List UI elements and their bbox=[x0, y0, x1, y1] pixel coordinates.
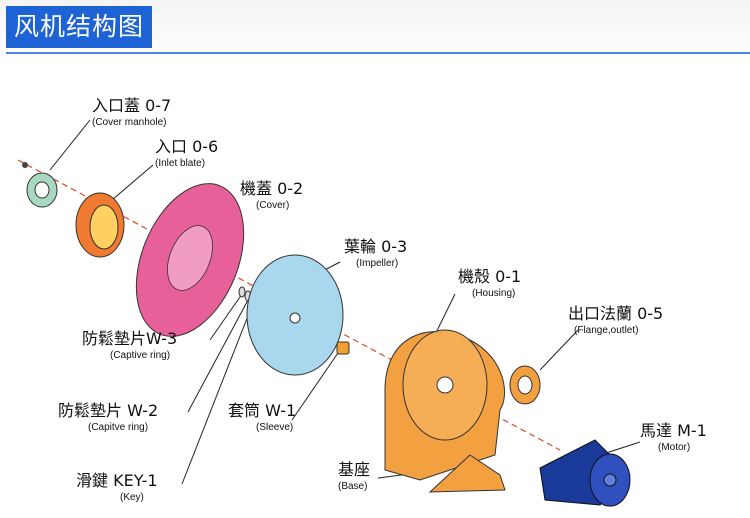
label-cn: 出口法蘭 0-5 bbox=[568, 304, 664, 323]
label-cover: 機蓋 0-2 (Cover) bbox=[240, 180, 303, 212]
label-cn: 馬達 M-1 bbox=[640, 421, 707, 440]
housing-part bbox=[384, 329, 506, 493]
leader-flange bbox=[539, 329, 579, 371]
label-en: (Motor) bbox=[658, 442, 691, 453]
impeller-part bbox=[246, 254, 344, 376]
leader-sleeve bbox=[291, 349, 341, 421]
label-key: 滑鍵 KEY-1 (Key) bbox=[76, 472, 158, 504]
sleeve-part bbox=[336, 341, 350, 355]
label-cn: 入口蓋 0-7 bbox=[92, 96, 172, 115]
label-en: (Housing) bbox=[472, 288, 516, 299]
label-en: (Key) bbox=[120, 492, 144, 503]
leader-w3 bbox=[209, 293, 243, 341]
label-captive-ring-w3: 防鬆墊片W-3 (Captive ring) bbox=[82, 330, 177, 362]
label-en: (Inlet blate) bbox=[155, 158, 206, 169]
label-en: (Flange,outlet) bbox=[574, 325, 639, 336]
label-en: (Captive ring) bbox=[110, 350, 171, 361]
page-title: 风机结构图 bbox=[6, 6, 153, 48]
inlet-blate-part bbox=[75, 192, 125, 258]
label-en: (Sleeve) bbox=[256, 422, 294, 433]
label-en: (Cover) bbox=[256, 200, 290, 211]
cover-part bbox=[135, 183, 245, 337]
label-motor: 馬達 M-1 (Motor) bbox=[640, 422, 707, 454]
label-cn: 基座 bbox=[338, 460, 371, 479]
leader-key bbox=[181, 297, 256, 485]
label-cn: 機蓋 0-2 bbox=[240, 179, 304, 198]
label-inlet-blate: 入口 0-6 (Inlet blate) bbox=[155, 138, 218, 170]
label-en: (Capitve ring) bbox=[88, 422, 149, 433]
motor-part bbox=[539, 439, 631, 507]
label-cn: 入口 0-6 bbox=[155, 137, 219, 156]
label-base: 基座 (Base) bbox=[338, 461, 370, 493]
label-cover-manhole: 入口蓋 0-7 (Cover manhole) bbox=[92, 97, 171, 129]
leader-w2 bbox=[187, 299, 249, 413]
label-housing: 機殼 0-1 (Housing) bbox=[458, 268, 521, 300]
leader-cover-manhole bbox=[49, 119, 91, 171]
cover-manhole-part bbox=[22, 162, 58, 208]
label-cn: 防鬆墊片 W-2 bbox=[58, 401, 159, 420]
label-en: (Base) bbox=[338, 481, 368, 492]
label-cn: 葉輪 0-3 bbox=[344, 237, 408, 256]
label-sleeve: 套筒 W-1 (Sleeve) bbox=[228, 402, 296, 434]
leader-inlet-blate bbox=[111, 164, 154, 201]
label-captive-ring-w2: 防鬆墊片 W-2 (Capitve ring) bbox=[58, 402, 158, 434]
label-en: (Cover manhole) bbox=[92, 117, 167, 128]
label-flange-outlet: 出口法蘭 0-5 (Flange,outlet) bbox=[568, 305, 663, 337]
flange-outlet-part bbox=[509, 365, 541, 405]
label-impeller: 葉輪 0-3 (Impeller) bbox=[344, 238, 407, 270]
label-cn: 機殼 0-1 bbox=[458, 267, 522, 286]
label-cn: 滑鍵 KEY-1 bbox=[76, 471, 158, 490]
label-cn: 套筒 W-1 bbox=[228, 401, 297, 420]
label-en: (Impeller) bbox=[356, 258, 399, 269]
header-rule bbox=[6, 52, 750, 54]
label-cn: 防鬆墊片W-3 bbox=[82, 329, 178, 348]
